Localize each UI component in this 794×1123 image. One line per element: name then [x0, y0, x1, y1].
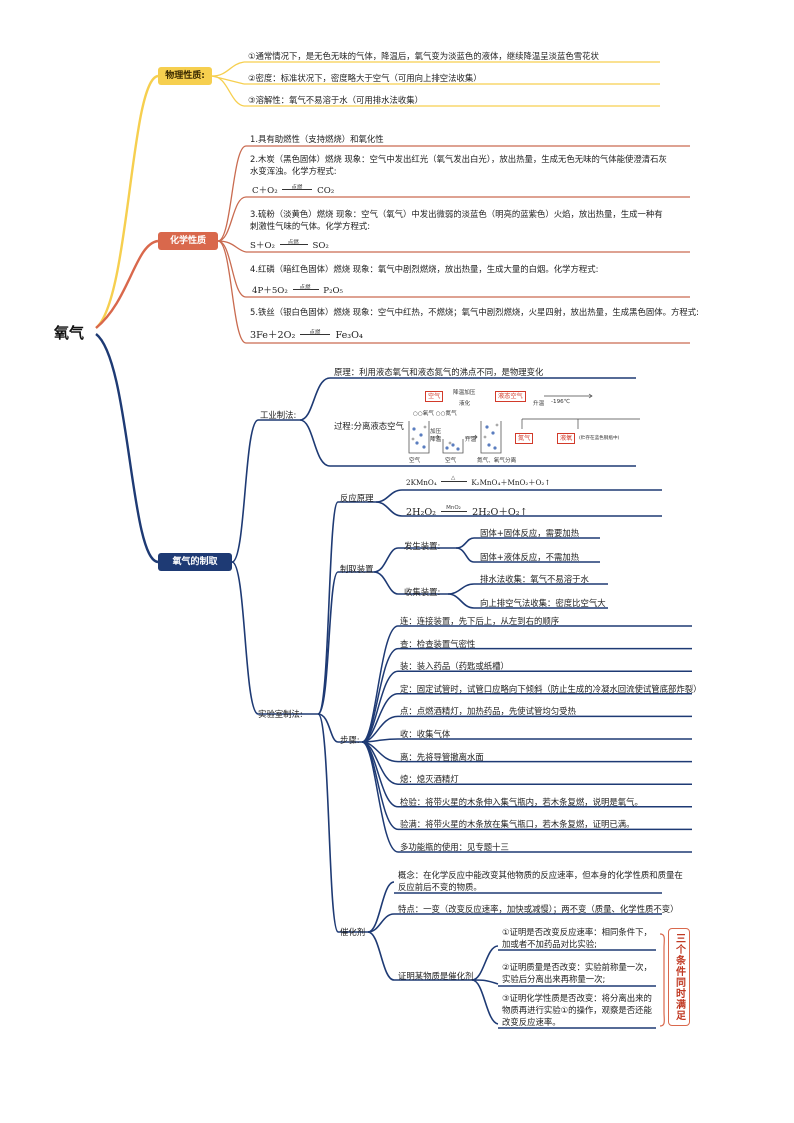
equation-iron-condition: 点燃 [309, 330, 321, 336]
equation-h2o2: 2H₂O₂ MnO₂ 2H₂O＋O₂↑ [406, 504, 528, 518]
step-item: 验满：将带火星的木条放在集气瓶口，若木条复燃，证明已满。 [400, 819, 635, 830]
equation-carbon-reactants: C＋O₂ [252, 186, 278, 196]
physical-item-2: ②密度：标准状况下，密度略大于空气（可用向上排空法收集） [248, 73, 482, 83]
diagram-flow-arrows [521, 393, 640, 429]
equation-h2o2-reactant: 2H₂O₂ [406, 507, 437, 518]
diagram-legend: ○○氧气 ○○氮气 [413, 411, 457, 417]
diagram-step1: 加压 [430, 429, 442, 435]
equation-sulfur: S＋O₂ 点燃 SO₂ [250, 239, 329, 251]
generator-item-1: 固体+固体反应，需要加热 [480, 528, 580, 538]
industrial-principle: 原理：利用液态氧气和液态氮气的沸点不同，是物理变化 [334, 367, 544, 377]
chemical-properties-badge: 化学性质 [158, 232, 218, 250]
generator-item-2: 固体+液体反应，不需加热 [480, 552, 580, 562]
equation-kmno4: 2KMnO₄ △ K₂MnO₄＋MnO₂＋O₂↑ [406, 475, 551, 488]
step-item: 装：装入药品（药匙或纸槽） [400, 661, 509, 672]
equation-carbon-product: CO₂ [317, 186, 335, 196]
equation-kmno4-reactant: 2KMnO₄ [406, 478, 437, 487]
diagram-step2: 升温 [465, 437, 477, 443]
physical-item-3: ③溶解性：氧气不易溶于水（可用排水法收集） [248, 95, 424, 105]
catalyst-prove-label: 证明某物质是催化剂 [398, 971, 474, 981]
step-connector [361, 625, 399, 743]
catalyst-prove-1: ①证明是否改变反应速率：相同条件下，加或者不加药品对比实验; [502, 927, 652, 949]
catalyst-prove-2: ②证明质量是否改变：实验前称量一次，实验后分离出来再称量一次; [502, 962, 652, 984]
diagram-cap3: 氮气、氧气分离 [477, 458, 517, 464]
step-connector [361, 741, 399, 853]
step-item: 检验：将带火星的木条伸入集气瓶内，若木条复燃，说明是氧气。 [400, 796, 643, 807]
root-topic: 氧气 [54, 324, 85, 342]
diagram-nitrogen-box: 氮气 [515, 433, 534, 444]
diagram-step1b: 降温 [430, 437, 442, 443]
all-three-conditions-box: 三个条件同时满足 [668, 928, 690, 1026]
collector-item-2: 向上排空气法收集：密度比空气大 [480, 598, 606, 608]
step-item: 查：检查装置气密性 [400, 638, 476, 649]
step-item: 收：收集气体 [400, 729, 451, 739]
diagram-cap2: 空气 [445, 458, 457, 464]
diagram-liquid-air-box: 液态空气 [495, 391, 526, 402]
apparatus-label: 制取装置 [340, 564, 374, 574]
diagram-air-box: 空气 [425, 391, 444, 402]
steps-label: 步骤: [340, 735, 360, 745]
equation-phosphorus-reactants: 4P＋5O₂ [252, 286, 288, 296]
equation-kmno4-condition: △ [451, 475, 456, 481]
reaction-principle-label: 反应原理 [340, 493, 374, 503]
equation-h2o2-products: 2H₂O＋O₂↑ [472, 507, 528, 518]
diagram-liquefy-label: 液化 [459, 401, 471, 407]
equation-sulfur-reactants: S＋O₂ [250, 241, 275, 251]
equation-phosphorus: 4P＋5O₂ 点燃 P₂O₅ [252, 284, 343, 296]
chemical-item-3: 3.硫粉（淡黄色）燃烧 现象：空气（氧气）中发出微弱的淡蓝色（明亮的蓝紫色）火焰… [250, 209, 663, 231]
catalyst-concept: 概念：在化学反应中能改变其他物质的反应速率，但本身的化学性质和质量在反应前后不变… [398, 870, 683, 892]
chemical-item-5: 5.铁丝（银白色固体）燃烧 现象：空气中红热，不燃烧；氧气中剧烈燃烧，火星四射，… [250, 307, 699, 317]
all-three-conditions-text: 三个条件同时满足 [673, 933, 685, 1021]
lab-label: 实验室制法: [258, 709, 303, 719]
collector-label: 收集装置: [404, 587, 441, 597]
diagram-cap1: 空气 [409, 458, 421, 464]
generator-label: 发生装置: [404, 541, 441, 551]
step-item: 离：先将导管撤离水面 [400, 751, 484, 762]
equation-sulfur-product: SO₂ [312, 241, 329, 251]
equation-sulfur-condition: 点燃 [287, 240, 299, 246]
industrial-process-label: 过程:分离液态空气 [334, 421, 404, 431]
equation-iron: 3Fe＋2O₂ 点燃 Fe₃O₄ [250, 327, 363, 341]
catalyst-feature: 特点：一变（改变反应速率，加快或减慢）；两不变（质量、化学性质不变） [398, 904, 679, 914]
equation-h2o2-condition: MnO₂ [446, 505, 461, 511]
catalyst-prove-3: ③证明化学性质是否改变：将分离出来的物质再进行实验①的操作，观察是否还能改变反应… [502, 993, 652, 1027]
step-connector [361, 741, 399, 831]
chemical-item-4: 4.红磷（暗红色固体）燃烧 现象：氧气中剧烈燃烧，放出热量，生成大量的白烟。化学… [250, 264, 599, 274]
equation-kmno4-products: K₂MnO₄＋MnO₂＋O₂↑ [471, 478, 551, 487]
equation-carbon-condition: 点燃 [291, 185, 303, 191]
catalyst-label: 催化剂 [340, 927, 366, 937]
physical-properties-badge: 物理性质: [158, 67, 212, 85]
step-item: 连：连接装置，先下后上，从左到右的顺序 [400, 616, 560, 626]
liquid-air-separation-diagram: ○○氧气 ○○氮气 加压 降温 升温 空气 空气 氮气、氧气分离 [395, 385, 640, 467]
chemical-item-1: 1.具有助燃性（支持燃烧）和氧化性 [250, 134, 384, 144]
step-item: 多功能瓶的使用：见专题十三 [400, 842, 509, 852]
equation-iron-reactants: 3Fe＋2O₂ [250, 330, 296, 341]
step-item: 点：点燃酒精灯，加热药品，先使试管均匀受热 [400, 706, 576, 717]
physical-item-1: ①通常情况下，是无色无味的气体，降温后，氧气变为淡蓝色的液体，继续降温呈淡蓝色雪… [248, 51, 599, 61]
step-item: 熄：熄灭酒精灯 [400, 774, 459, 785]
industrial-label: 工业制法: [260, 410, 297, 420]
diagram-heat-label: 升温 [533, 401, 545, 407]
diagram-beakers [408, 421, 502, 454]
step-item: 定：固定试管时，试管口应略向下倾斜（防止生成的冷凝水回流使试管底部炸裂） [400, 683, 702, 694]
diagram-press-label: 降温加压 [453, 390, 476, 396]
step-connector [361, 670, 399, 743]
preparation-badge: 氧气的制取 [158, 553, 232, 571]
equation-phosphorus-product: P₂O₅ [323, 286, 343, 296]
equation-phosphorus-condition: 点燃 [299, 285, 311, 291]
diagram-liquid-oxygen-box: 液氧 [557, 433, 576, 444]
collector-item-1: 排水法收集：氧气不易溶于水 [480, 574, 589, 584]
equation-iron-product: Fe₃O₄ [335, 330, 363, 341]
diagram-temp-label: -196℃ [551, 399, 570, 405]
diagram-store-label: (贮存在蓝色钢瓶中) [579, 436, 620, 441]
step-connector [361, 741, 399, 808]
chemical-item-2: 2.木炭（黑色固体）燃烧 现象：空气中发出红光（氧气发出白光），放出热量，生成无… [250, 154, 667, 176]
equation-carbon: C＋O₂ 点燃 CO₂ [252, 184, 334, 196]
